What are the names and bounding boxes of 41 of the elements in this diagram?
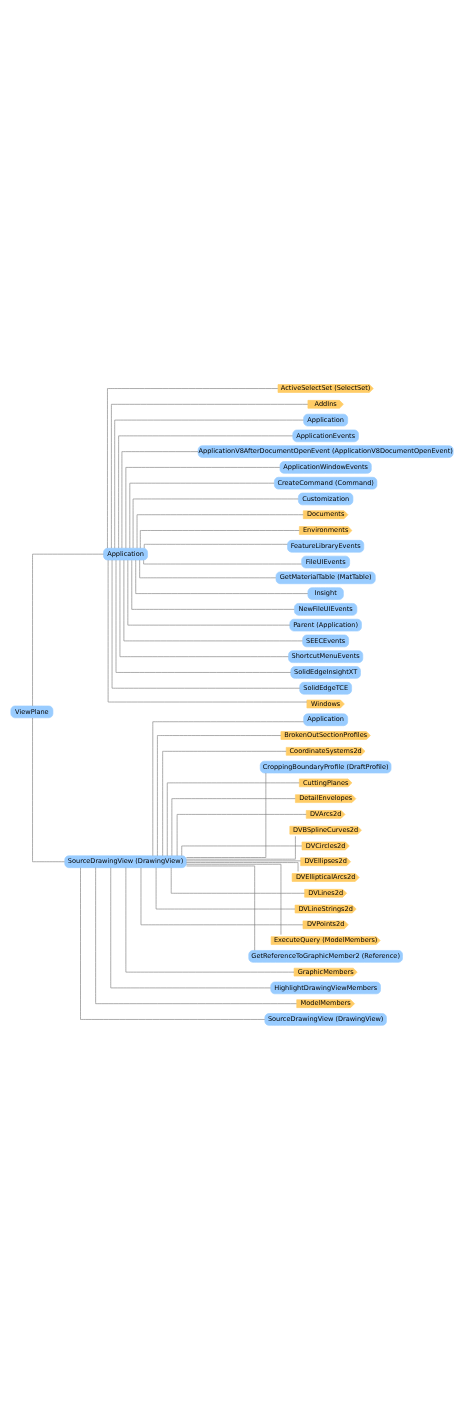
connector bbox=[152, 721, 304, 857]
connector bbox=[140, 530, 300, 549]
connector bbox=[95, 867, 297, 1004]
connector bbox=[131, 559, 295, 610]
connector bbox=[125, 867, 295, 973]
connector bbox=[107, 388, 279, 549]
connector bbox=[32, 553, 104, 707]
connector bbox=[143, 559, 302, 565]
connector bbox=[143, 543, 288, 549]
connector bbox=[127, 559, 291, 626]
connector bbox=[132, 498, 299, 549]
connector bbox=[176, 814, 307, 857]
connector bbox=[186, 862, 299, 872]
connector bbox=[119, 559, 289, 657]
connector bbox=[118, 435, 293, 549]
connector bbox=[171, 798, 296, 856]
connector bbox=[162, 751, 287, 857]
connector bbox=[186, 836, 296, 860]
connector bbox=[107, 559, 308, 703]
connector bbox=[123, 559, 303, 642]
connector bbox=[186, 863, 282, 935]
connector bbox=[135, 559, 309, 594]
connector bbox=[32, 717, 65, 863]
connector bbox=[170, 867, 305, 894]
connector bbox=[80, 867, 266, 1020]
connector bbox=[186, 772, 267, 858]
connector bbox=[157, 735, 282, 857]
connector bbox=[186, 860, 301, 862]
connector bbox=[115, 559, 292, 673]
connector bbox=[136, 514, 304, 549]
connector bbox=[155, 867, 296, 910]
connector bbox=[121, 451, 199, 549]
connector bbox=[125, 467, 281, 549]
connector bbox=[181, 845, 303, 856]
connector bbox=[129, 482, 275, 549]
connector bbox=[140, 867, 304, 926]
connector bbox=[166, 782, 300, 857]
connector bbox=[139, 559, 277, 579]
connector bbox=[186, 865, 255, 951]
connector bbox=[111, 559, 300, 689]
connector bbox=[110, 867, 271, 989]
